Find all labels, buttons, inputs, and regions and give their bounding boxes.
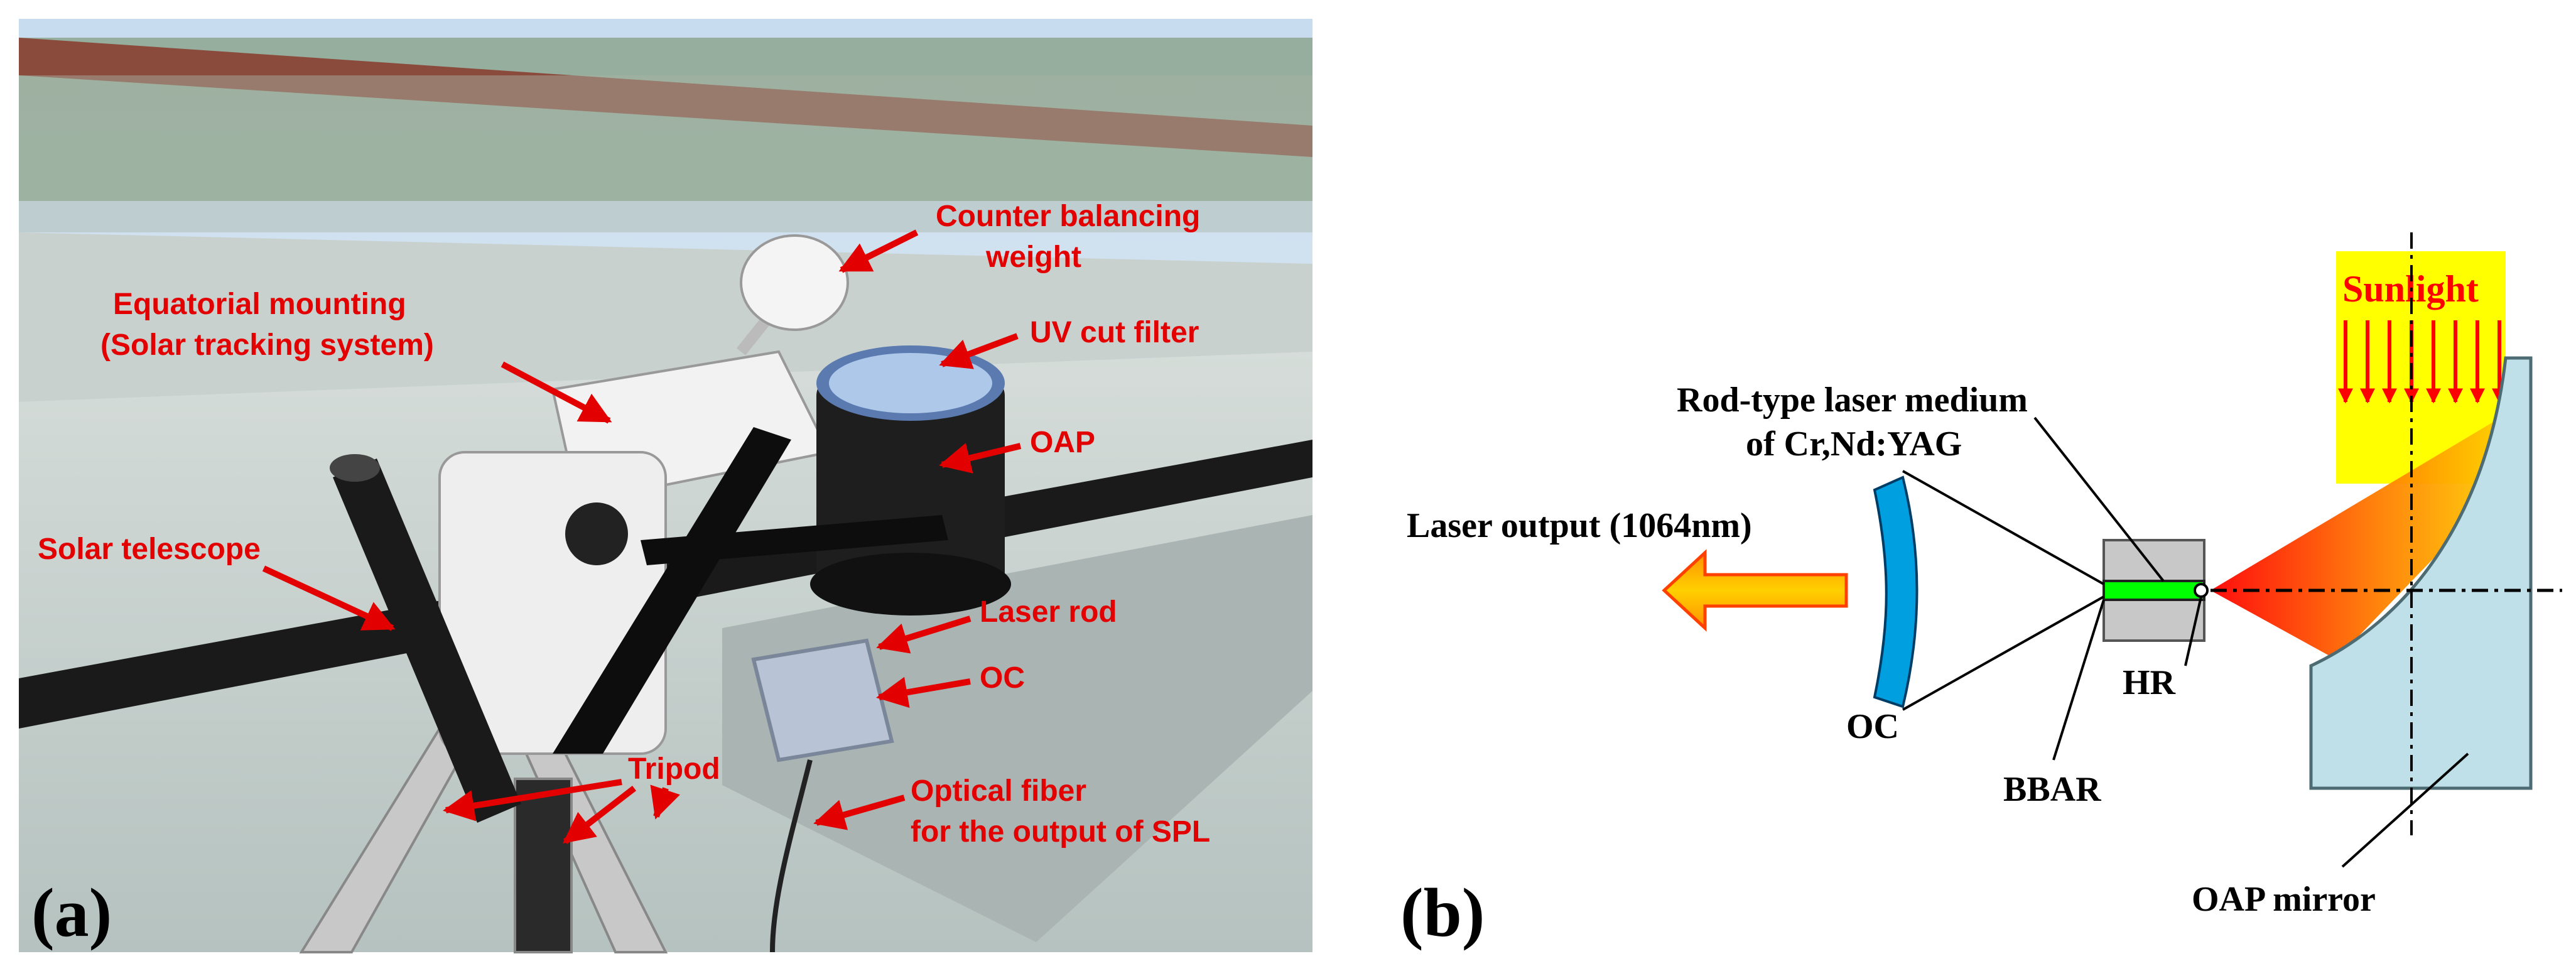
label-solar-telescope: Solar telescope	[38, 533, 261, 566]
label-tripod: Tripod	[628, 752, 720, 786]
label-laser-rod: Laser rod	[980, 595, 1117, 629]
label-fiber-line2: for the output of SPL	[911, 815, 1210, 849]
label-laser-output: Laser output (1064nm)	[1407, 506, 1752, 545]
arrow-uv-filter	[939, 333, 1019, 369]
oap-mirror	[2309, 356, 2533, 790]
arrow-oc	[876, 676, 971, 708]
panel-a-photo: Counter balancing weight Equatorial moun…	[19, 19, 1312, 953]
arrow-solar-telescope	[262, 565, 396, 631]
label-counter-line1: Counter balancing	[936, 200, 1200, 233]
label-bbar: BBAR	[2003, 770, 2101, 809]
panel-b-tag: (b)	[1400, 874, 1485, 951]
label-rod-line2: of Cr,Nd:YAG	[1746, 425, 1962, 464]
photo-oap-tube	[810, 345, 1011, 616]
arrow-laser-rod	[876, 616, 971, 654]
arrow-oap	[939, 443, 1022, 474]
label-mount-line2: (Solar tracking system)	[100, 328, 434, 362]
label-mount-line1: Equatorial mounting	[113, 288, 406, 321]
arrow-mount	[501, 361, 612, 424]
panel-b-diagram: Sunlight OAP mirror OC	[1400, 232, 2562, 951]
label-oap: OAP	[1030, 426, 1095, 459]
label-counter-line2: weight	[985, 241, 1081, 274]
photo-laser-head	[751, 638, 894, 762]
arrow-counter	[838, 229, 919, 273]
focused-beam	[2211, 415, 2506, 659]
photo-counterweight	[740, 234, 849, 331]
photo-solar-telescope	[330, 454, 521, 823]
panel-a-tag: (a)	[31, 874, 112, 951]
photo-canopy	[19, 38, 1312, 157]
label-fiber-line1: Optical fiber	[911, 774, 1086, 808]
label-oc-b: OC	[1846, 707, 1899, 746]
arrow-tripod-mid	[563, 786, 637, 844]
laser-rod	[2102, 580, 2205, 601]
leader-rod	[2033, 416, 2165, 582]
label-rod-line1: Rod-type laser medium	[1677, 381, 2028, 420]
label-hr: HR	[2123, 663, 2176, 702]
photo-parapet	[19, 232, 1312, 402]
arrow-tripod-left	[443, 779, 622, 822]
label-oc: OC	[980, 661, 1025, 695]
label-oap-mirror: OAP mirror	[2192, 880, 2376, 919]
sunlight-arrows	[2338, 320, 2507, 404]
arrow-tripod-right	[650, 784, 680, 820]
label-uv-filter: UV cut filter	[1030, 316, 1199, 349]
oc-mirror	[1873, 475, 1918, 708]
laser-output-arrow	[1662, 549, 1848, 632]
arrow-fiber	[813, 795, 906, 830]
hr-coating	[2194, 583, 2209, 598]
